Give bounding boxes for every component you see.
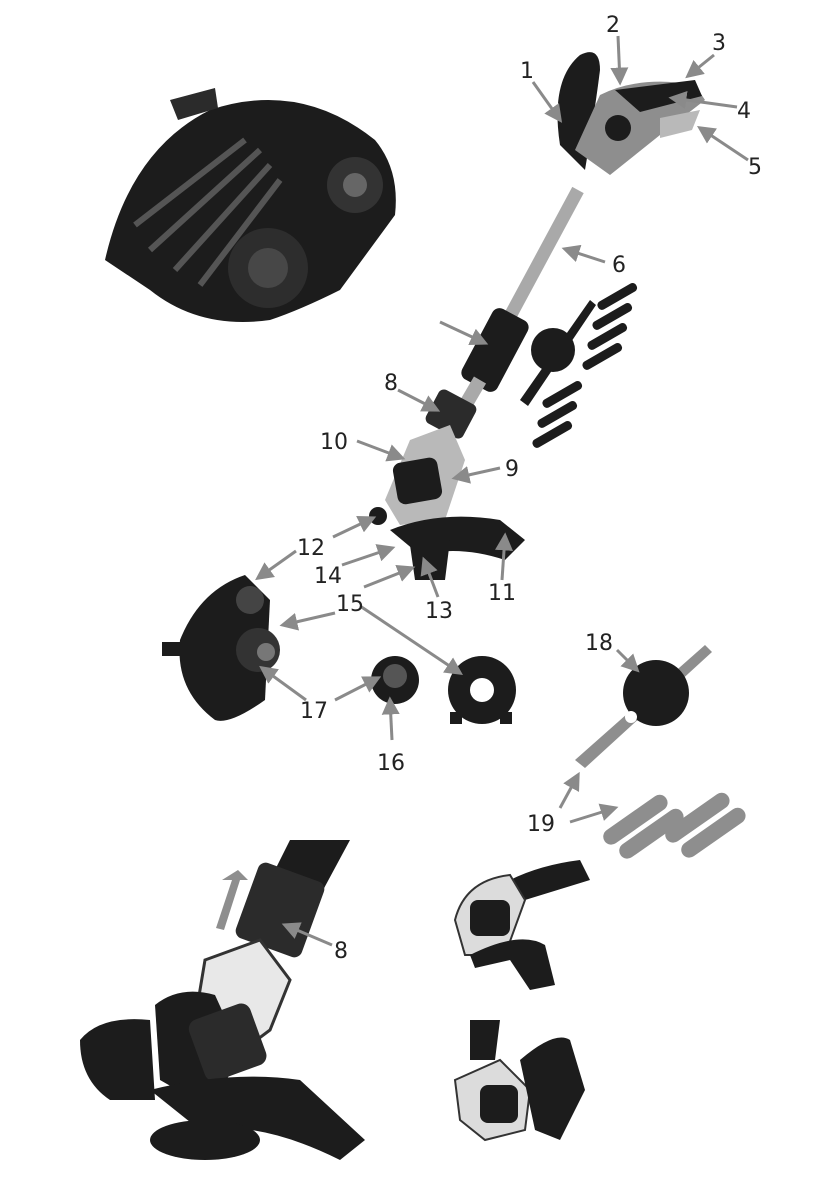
trimmer-main-image [369,52,705,580]
callout-8-photo: 8 [334,939,348,964]
callout-13: 13 [425,599,453,624]
callout-14: 14 [314,564,342,589]
callout-19: 19 [527,812,555,837]
callout-3: 3 [712,31,726,56]
spool-cap-image [448,656,516,724]
callout-18: 18 [585,631,613,656]
callout-2: 2 [606,13,620,38]
guard-closeup-image [105,88,396,322]
callout-11: 11 [488,581,516,606]
callout-8: 8 [384,371,398,396]
callout-17: 17 [300,699,328,724]
guard-part-image [162,575,280,721]
spool-image [371,656,419,704]
callout-15: 15 [336,592,364,617]
callout-16: 16 [377,751,405,776]
callout-1: 1 [520,59,534,84]
callout-5: 5 [748,155,762,180]
blade-disc-accessory-image [520,282,639,450]
callout-12: 12 [297,536,325,561]
callout-6: 6 [612,253,626,278]
blade-disc-closeup-image [575,645,749,862]
rotation-ring-photo [80,840,365,1160]
callout-10: 10 [320,430,348,455]
head-rotated-photo-2 [455,1020,585,1140]
callout-9: 9 [505,457,519,482]
head-rotated-photo-1 [455,860,590,990]
callout-4: 4 [737,99,751,124]
